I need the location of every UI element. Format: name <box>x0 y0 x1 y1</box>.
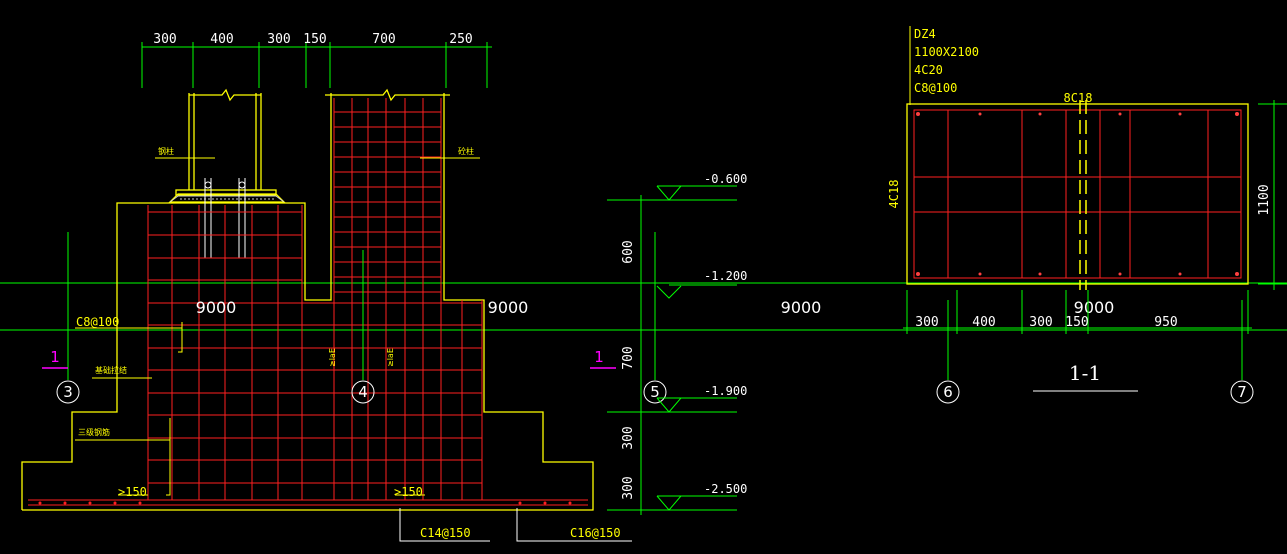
top-dim-4: 700 <box>372 32 395 47</box>
bubble-label-7: 7 <box>1237 383 1247 401</box>
top-dim-labels: 300 400 300 150 700 250 <box>153 32 472 47</box>
bubble-label-4: 4 <box>358 383 368 401</box>
top-dim-2: 300 <box>267 32 290 47</box>
label-anchor-b: ≥laE <box>386 348 395 367</box>
bottom-bar-dots <box>38 501 572 505</box>
column-tag-stirrup: C8@100 <box>914 81 957 95</box>
column-tag-main: 4C20 <box>914 63 943 77</box>
leader-lines <box>75 157 480 496</box>
label-bottom-right: C16@150 <box>570 526 621 540</box>
foundation-outline <box>21 88 594 511</box>
section-mark-right: 1 <box>594 348 604 366</box>
section-mark-left: 1 <box>50 348 60 366</box>
section-dim-3: 150 <box>1065 315 1088 330</box>
grid-bubbles <box>56 380 1254 404</box>
axis-spacing-3: 9000 <box>1074 298 1115 317</box>
bottom-callout-lines <box>399 508 632 542</box>
column-stirrups <box>334 111 441 293</box>
bubble-label-3: 3 <box>63 383 73 401</box>
level-3: -2.500 <box>704 482 747 496</box>
note-tie: 基础拉结 <box>95 365 127 375</box>
section-dim-4: 950 <box>1154 315 1177 330</box>
column-tag-name: DZ4 <box>914 27 936 41</box>
vert-dim-0: 600 <box>621 240 636 263</box>
axis-spacing-1: 9000 <box>488 298 529 317</box>
label-stirrup: C8@100 <box>76 315 119 329</box>
section-side-rebar: 4C18 <box>887 180 901 209</box>
level-0: -0.600 <box>704 172 747 186</box>
section-top-rebar: 8C18 <box>1064 91 1093 105</box>
bubble-3 <box>56 380 80 404</box>
anchor-bolts <box>204 178 246 258</box>
section-title: 1-1 <box>1069 361 1101 385</box>
top-dim-0: 300 <box>153 32 176 47</box>
bubble-7 <box>1230 380 1254 404</box>
rebar-grid <box>28 98 588 506</box>
label-bottom-left: C14@150 <box>420 526 471 540</box>
bubble-label-6: 6 <box>943 383 953 401</box>
vert-dim-3: 300 <box>621 476 636 499</box>
note-steel-column: 钢柱 <box>158 146 174 156</box>
section-dim-1: 400 <box>972 315 995 330</box>
bubble-4 <box>351 380 375 404</box>
level-markers <box>607 185 737 515</box>
section-rebar <box>913 109 1242 279</box>
vert-dim-1: 700 <box>621 346 636 369</box>
bubble-6 <box>936 380 960 404</box>
section-center-line <box>1079 100 1087 290</box>
label-lap-right: >150 <box>394 485 423 499</box>
note-concrete-column: 砼柱 <box>458 146 474 156</box>
top-dim-5: 250 <box>449 32 472 47</box>
column-tag-size: 1100X2100 <box>914 45 979 59</box>
section-dim-0: 300 <box>915 315 938 330</box>
note-grade: 三级钢筋 <box>78 427 110 437</box>
top-dim-1: 400 <box>210 32 233 47</box>
vert-dim-2: 300 <box>621 426 636 449</box>
section-dim-2: 300 <box>1029 315 1052 330</box>
section-bar-dots <box>916 112 1239 276</box>
top-dim-lines <box>141 42 492 88</box>
bubble-5 <box>643 380 667 404</box>
label-anchor-a: ≥laE <box>328 348 337 367</box>
bubble-label-5: 5 <box>650 383 660 401</box>
section-dim-vertical: 1100 <box>1257 184 1272 215</box>
axis-spacing-0: 9000 <box>196 298 237 317</box>
grout-pad <box>169 195 285 203</box>
level-1: -1.200 <box>704 269 747 283</box>
section-outline <box>906 103 1249 285</box>
top-dim-3: 150 <box>303 32 326 47</box>
label-lap-left: >150 <box>118 485 147 499</box>
grid-lines <box>67 232 1243 380</box>
section-dim-lines <box>903 100 1287 334</box>
level-2: -1.900 <box>704 384 747 398</box>
axis-spacing-2: 9000 <box>781 298 822 317</box>
